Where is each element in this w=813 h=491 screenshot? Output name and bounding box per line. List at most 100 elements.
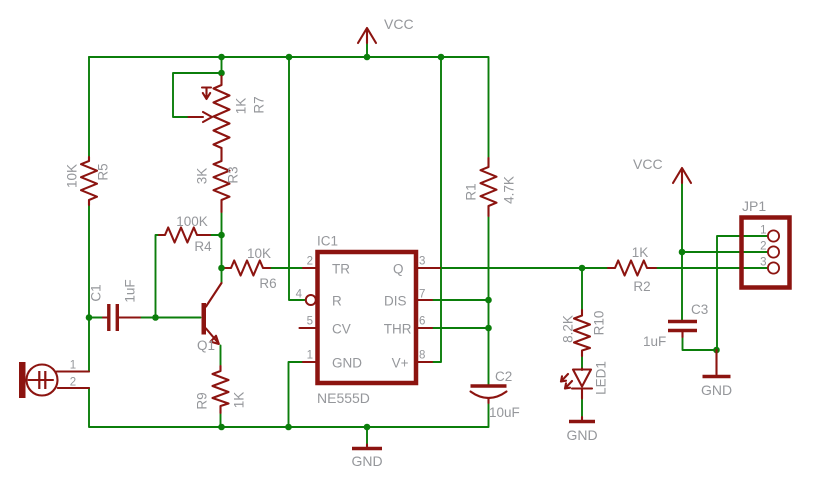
cap-plates-icon [668,319,697,333]
microphone-symbol[interactable]: 1 2 [19,360,91,399]
net-vcc[interactable] [88,42,769,363]
resistor-r2[interactable]: 1K R2 [606,245,658,294]
junction-dot [437,53,445,61]
resistor-r5[interactable]: 10K R5 [65,155,111,207]
ic-pin-number: 2 [307,256,313,268]
ic-pin-label: GND [332,356,362,371]
r1-name: R1 [464,183,479,200]
r4-name: R4 [194,239,212,254]
junction-dot [218,53,225,61]
jp1-pin3-circle [767,261,781,275]
cap-plates-icon [107,304,119,331]
ic-pin-label: DIS [384,294,407,309]
junction-dot [218,423,225,431]
ic-body[interactable] [315,249,419,386]
wire-nets[interactable] [88,42,769,446]
capacitor-c1[interactable]: C1 1uF [89,279,142,331]
resistor-zigzag [79,155,99,207]
net-mic-input[interactable] [88,56,104,373]
junction-dot [485,296,492,304]
ic-pin-label: THR [384,322,412,337]
jp1-pin-number: 3 [760,257,766,269]
ic-pin-number: 1 [307,350,313,362]
led-light-arrows-icon [559,372,574,390]
junction-dot [363,423,371,431]
transistor-emitter-arrow-icon [209,334,220,346]
capacitor-c2[interactable]: C2 10uF [469,369,520,420]
jp1-pin-number: 2 [760,241,766,253]
net-trimmer-wiper[interactable] [172,72,223,118]
r2-value: 1K [632,245,649,260]
resistor-r3[interactable]: 3K R3 [195,146,241,214]
r10-value: 8.2K [561,315,576,343]
trimmer-wiper-arrow-icon [187,110,214,124]
vcc-label: VCC [633,156,663,172]
net-base[interactable] [139,234,202,319]
ic-pin-number: 6 [419,316,425,328]
led-led1[interactable]: LED1 [559,361,609,400]
net-collector[interactable] [209,211,304,284]
jp1-pin-number: 1 [760,225,766,237]
resistor-r9[interactable]: R9 1K [195,364,247,415]
vcc-label: VCC [384,16,414,32]
resistor-r1[interactable]: R1 4.7K [464,156,517,218]
gnd-label: GND [351,453,382,469]
r3-value: 3K [195,168,210,185]
r5-value: 10K [65,164,80,188]
junction-dot [85,314,93,321]
c3-name: C3 [691,302,708,317]
gnd-label: GND [701,382,732,398]
mic-body-bar [19,362,26,398]
c3-value: 1uF [643,334,666,349]
gnd-symbol-connector[interactable]: GND [701,348,732,398]
gnd-label: GND [566,427,597,443]
gnd-symbol-main[interactable]: GND [351,443,383,470]
r10-name: R10 [592,311,607,336]
junction-dot [285,423,292,431]
resistor-zigzag [606,259,658,277]
jp1-pin1-circle [767,229,781,243]
transistor-q1[interactable]: Q1 [197,281,223,353]
connector-jp1[interactable]: JP1 1 2 3 [739,198,792,290]
vcc-symbol-top[interactable]: VCC [356,16,414,45]
net-reset[interactable] [288,56,306,301]
resistor-r6[interactable]: 10K R6 [224,246,277,291]
net-output[interactable] [439,267,769,370]
ic-pin-number: 5 [307,316,313,328]
junction-dot [285,53,293,61]
ic-reset-bubble-icon [304,294,317,306]
junction-dot [363,53,371,61]
ic-pin-label: Q [393,262,404,277]
junction-dot [218,264,225,272]
resistor-zigzag [212,146,231,214]
jp1-body[interactable] [739,215,792,290]
r6-value: 10K [247,246,271,261]
resistor-zigzag [572,308,592,358]
ic-pin-number: 8 [419,350,425,362]
vcc-symbol-right[interactable]: VCC [633,156,693,185]
resistor-zigzag [224,259,272,277]
mic-pin1-number: 1 [70,360,76,372]
jp1-pin2-circle [767,245,781,259]
resistor-zigzag [211,364,230,415]
led-triangle-icon [571,368,593,388]
transistor-emitter [204,327,219,343]
junction-dot [578,264,586,272]
r9-name: R9 [195,392,210,409]
trimmer-r7[interactable]: 1K R7 [187,74,267,150]
ic-pin-label: R [332,294,342,309]
ic-ic1[interactable]: IC1 NE555D 2 4 5 1 3 7 6 8 TR R CV GND Q… [296,234,442,407]
resistor-r4[interactable]: 100K R4 [157,214,212,254]
junction-dot [218,69,225,77]
ic-pin-label: V+ [392,356,409,371]
ic-pin-number: 3 [419,256,425,268]
resistor-r10[interactable]: 8.2K R10 [561,308,607,358]
r7-name: R7 [252,96,267,113]
c2-value: 10uF [489,405,520,420]
c1-name: C1 [89,284,104,301]
gnd-symbol-led[interactable]: GND [566,415,598,443]
ic-pin-label: TR [332,262,350,277]
capacitor-c3[interactable]: C3 1uF [643,302,708,349]
ic-pin-number: 7 [419,289,425,301]
